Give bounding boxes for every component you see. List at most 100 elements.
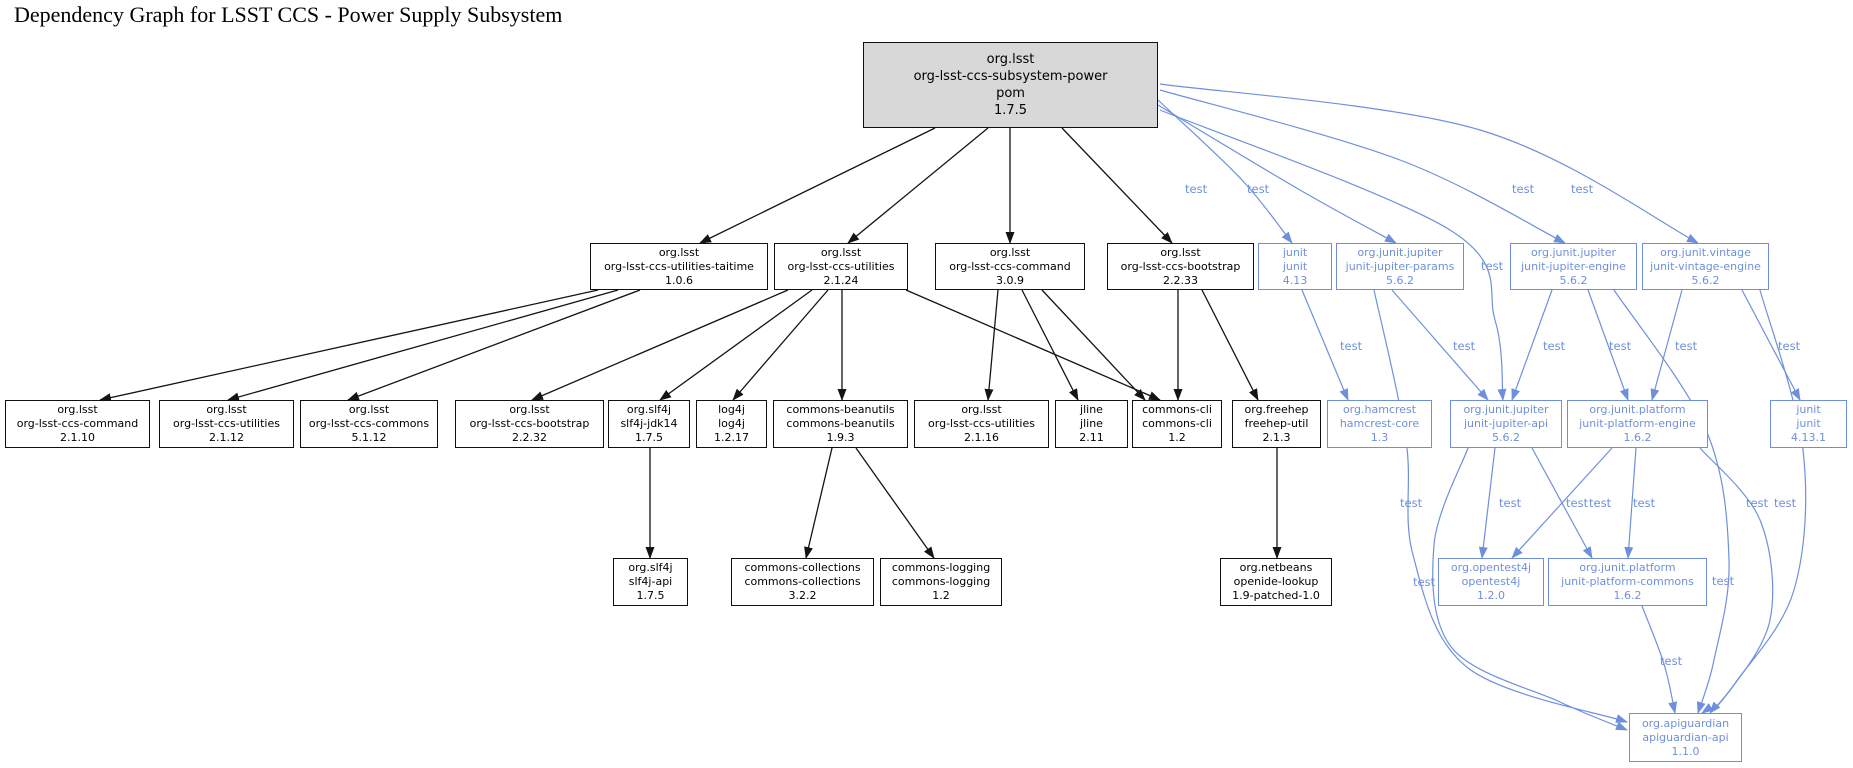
node-label-line: org.lsst (1160, 245, 1201, 259)
edge-scope-label: test (1660, 654, 1683, 668)
node-label-line: junit (1282, 259, 1308, 273)
edge-scope-label: test (1413, 575, 1436, 589)
node-label-line: 1.7.5 (635, 431, 663, 444)
graph-title: Dependency Graph for LSST CCS - Power Su… (14, 2, 563, 27)
node-label-line: commons-logging (891, 561, 991, 574)
edge-scope-label: test (1571, 182, 1594, 196)
node-label-line: 2.1.10 (60, 431, 95, 444)
edge-scope-label: test (1543, 339, 1566, 353)
node-label-line: org.netbeans (1239, 561, 1313, 574)
node-label-line: org.lsst (348, 403, 390, 416)
node-label-line: org.lsst (989, 245, 1031, 259)
edge-taitime-to-command-2-1-10 (99, 289, 599, 403)
node-label-line: org-lsst-ccs-utilities (173, 417, 280, 430)
edge-scope-label: test (1453, 339, 1476, 353)
edge-scope-label: test (1566, 496, 1589, 510)
node-label-line: 1.6.2 (1613, 589, 1642, 602)
node-label-line: org.lsst (509, 403, 550, 416)
node-label-line: org.junit.jupiter (1530, 245, 1617, 259)
node-label-line: 2.2.32 (512, 431, 547, 444)
node-label-line: junit-jupiter-params (1345, 259, 1455, 273)
node-label-line: 1.2 (932, 589, 950, 602)
node-label-line: org.junit.platform (1589, 403, 1686, 416)
edge-command-3-0-9-to-jline (1021, 289, 1079, 401)
node-label-line: org-lsst-ccs-utilities-taitime (604, 259, 754, 273)
edge-taitime-to-utilities-2-1-12 (227, 289, 619, 402)
node-label-line: hamcrest-core (1339, 417, 1420, 430)
node-label-line: org.lsst (986, 52, 1035, 67)
node-label-line: org-lsst-ccs-commons (308, 417, 430, 430)
node-label-line: log4j (718, 403, 745, 416)
node-label-line: 2.1.24 (823, 273, 859, 287)
node-label-line: 1.2.17 (714, 431, 749, 444)
node-label-line: openide-lookup (1233, 575, 1319, 588)
node-label-line: org.lsst (57, 403, 98, 416)
edge-beanutils-to-commons-logging (855, 447, 935, 559)
edge-scope-label: test (1712, 574, 1735, 588)
edge-scope-label: test (1499, 496, 1522, 510)
edge-bootstrap-2-2-33-to-freehep-util (1201, 289, 1259, 401)
node-label-line: commons-beanutils (786, 417, 895, 430)
edge-beanutils-to-commons-collections (804, 447, 833, 559)
node-label-line: 5.6.2 (1492, 431, 1520, 444)
edge-root-to-taitime (699, 127, 936, 244)
node-label-line: apiguardian-api (1642, 730, 1729, 744)
node-label-line: org.lsst (820, 245, 862, 259)
node-label-line: org.apiguardian (1641, 716, 1730, 730)
node-label-line: junit-jupiter-api (1463, 417, 1549, 430)
node-label-line: org-lsst-ccs-subsystem-power (913, 69, 1108, 84)
node-label-line: 1.1.0 (1671, 744, 1700, 758)
node-label-line: org.lsst (206, 403, 247, 416)
node-label-line: 1.2.0 (1477, 589, 1505, 602)
node-label-line: 1.2 (1168, 431, 1186, 444)
edge-scope-label: test (1400, 496, 1423, 510)
node-label-line: org.hamcrest (1342, 403, 1417, 416)
node-label-line: junit-vintage-engine (1650, 259, 1761, 273)
node-label-line: 5.6.2 (1559, 273, 1588, 287)
node-label-line: 3.2.2 (788, 589, 817, 602)
edge-scope-label: test (1778, 339, 1801, 353)
node-label-line: 1.7.5 (636, 589, 665, 602)
node-label-line: org.junit.platform (1579, 561, 1676, 574)
node-label-line: 2.1.3 (1262, 431, 1291, 444)
edge-command-3-0-9-to-commons-cli (1041, 289, 1146, 401)
edge-root-to-utilities-2-1-24 (847, 127, 989, 244)
edge-scope-label: test (1185, 182, 1208, 196)
edge-root-to-vintage-engine (1159, 83, 1699, 244)
node-label-line: 3.0.9 (996, 273, 1024, 287)
node-label-line: org-lsst-ccs-command (16, 417, 139, 430)
node-label-line: 5.6.2 (1386, 273, 1414, 287)
edge-jupiter-api-to-opentest4j (1478, 447, 1496, 559)
